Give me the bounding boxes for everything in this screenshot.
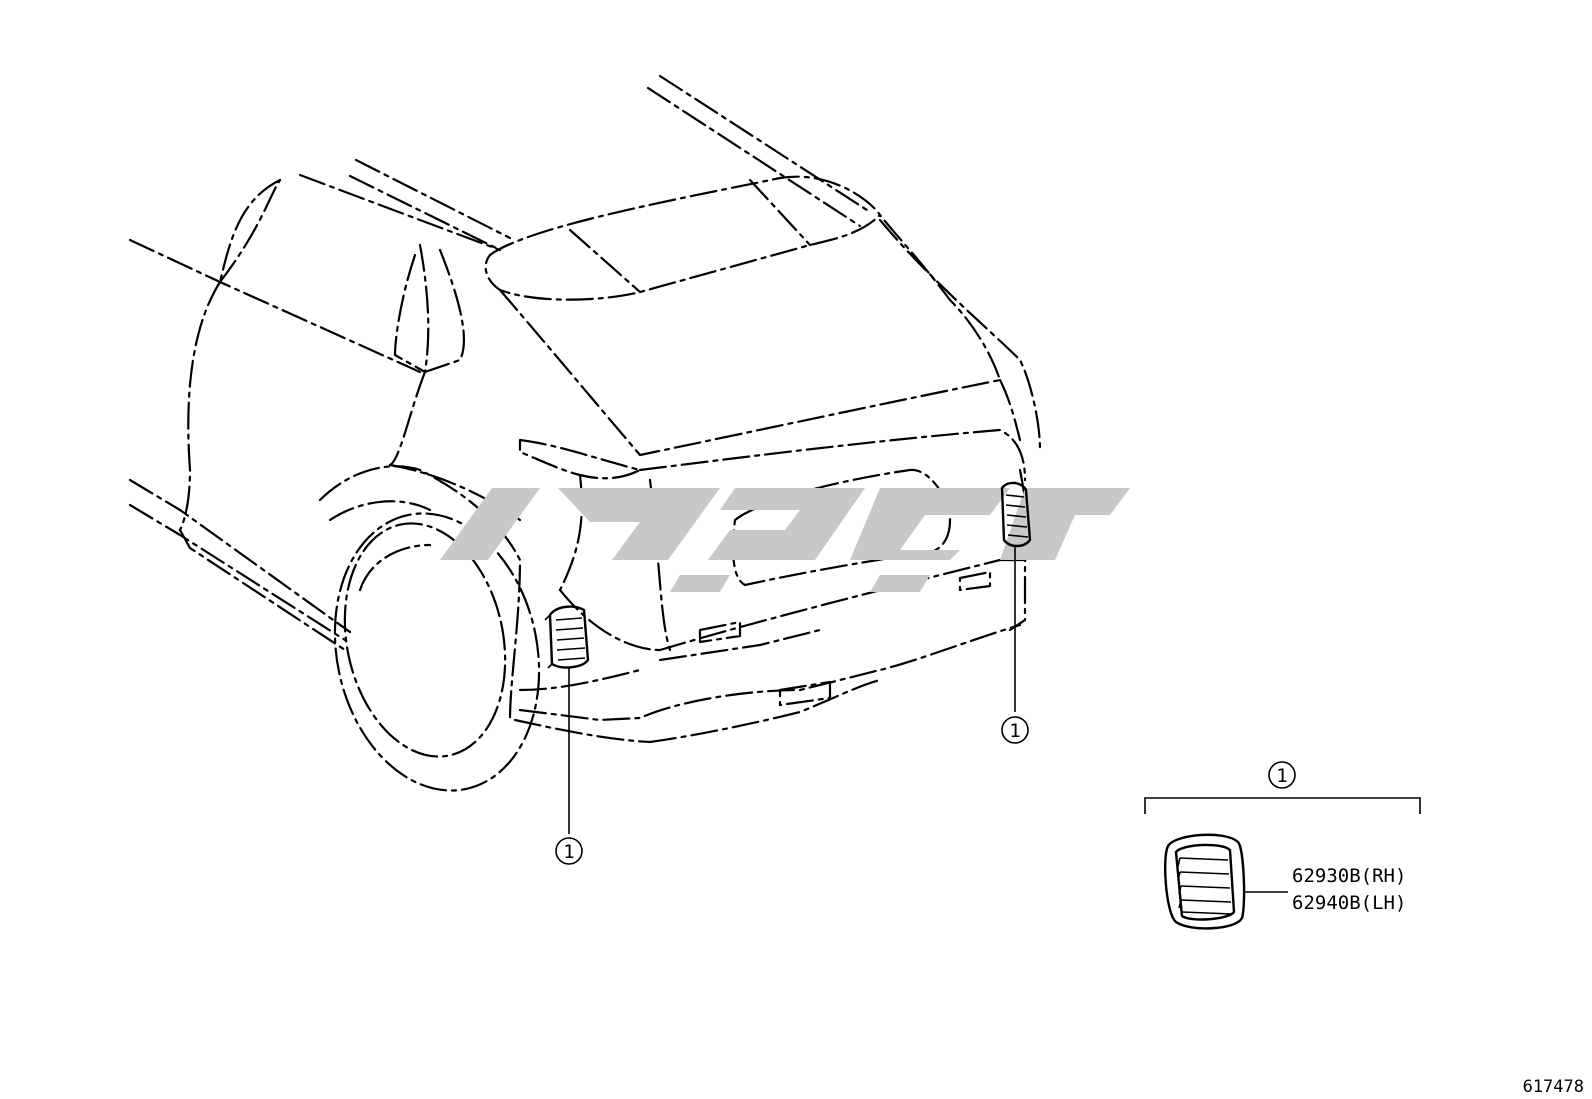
callout-1-left: 1 — [555, 837, 583, 865]
rear-duct-right-installed — [1000, 481, 1032, 548]
vehicle-outline — [128, 74, 1042, 792]
leader-lines — [568, 545, 1016, 834]
figure-number: 617478 — [1523, 1077, 1584, 1097]
callout-label: 1 — [563, 841, 574, 863]
callout-label: 1 — [1009, 720, 1020, 742]
watermark-logo — [440, 488, 1130, 592]
part-number-rh: 62930B(RH) — [1292, 865, 1406, 887]
callout-1-right: 1 — [1001, 716, 1029, 744]
callout-1-detail — [1268, 761, 1296, 789]
group-bracket — [1144, 797, 1421, 814]
part-detail-group: 1 62930B(RH) 62940B(LH) — [1144, 761, 1421, 930]
part-number-lh: 62940B(LH) — [1292, 892, 1406, 914]
callout-label: 1 — [1276, 765, 1287, 787]
rear-duct-detail-icon — [1163, 833, 1246, 930]
rear-duct-left-installed — [544, 605, 590, 669]
